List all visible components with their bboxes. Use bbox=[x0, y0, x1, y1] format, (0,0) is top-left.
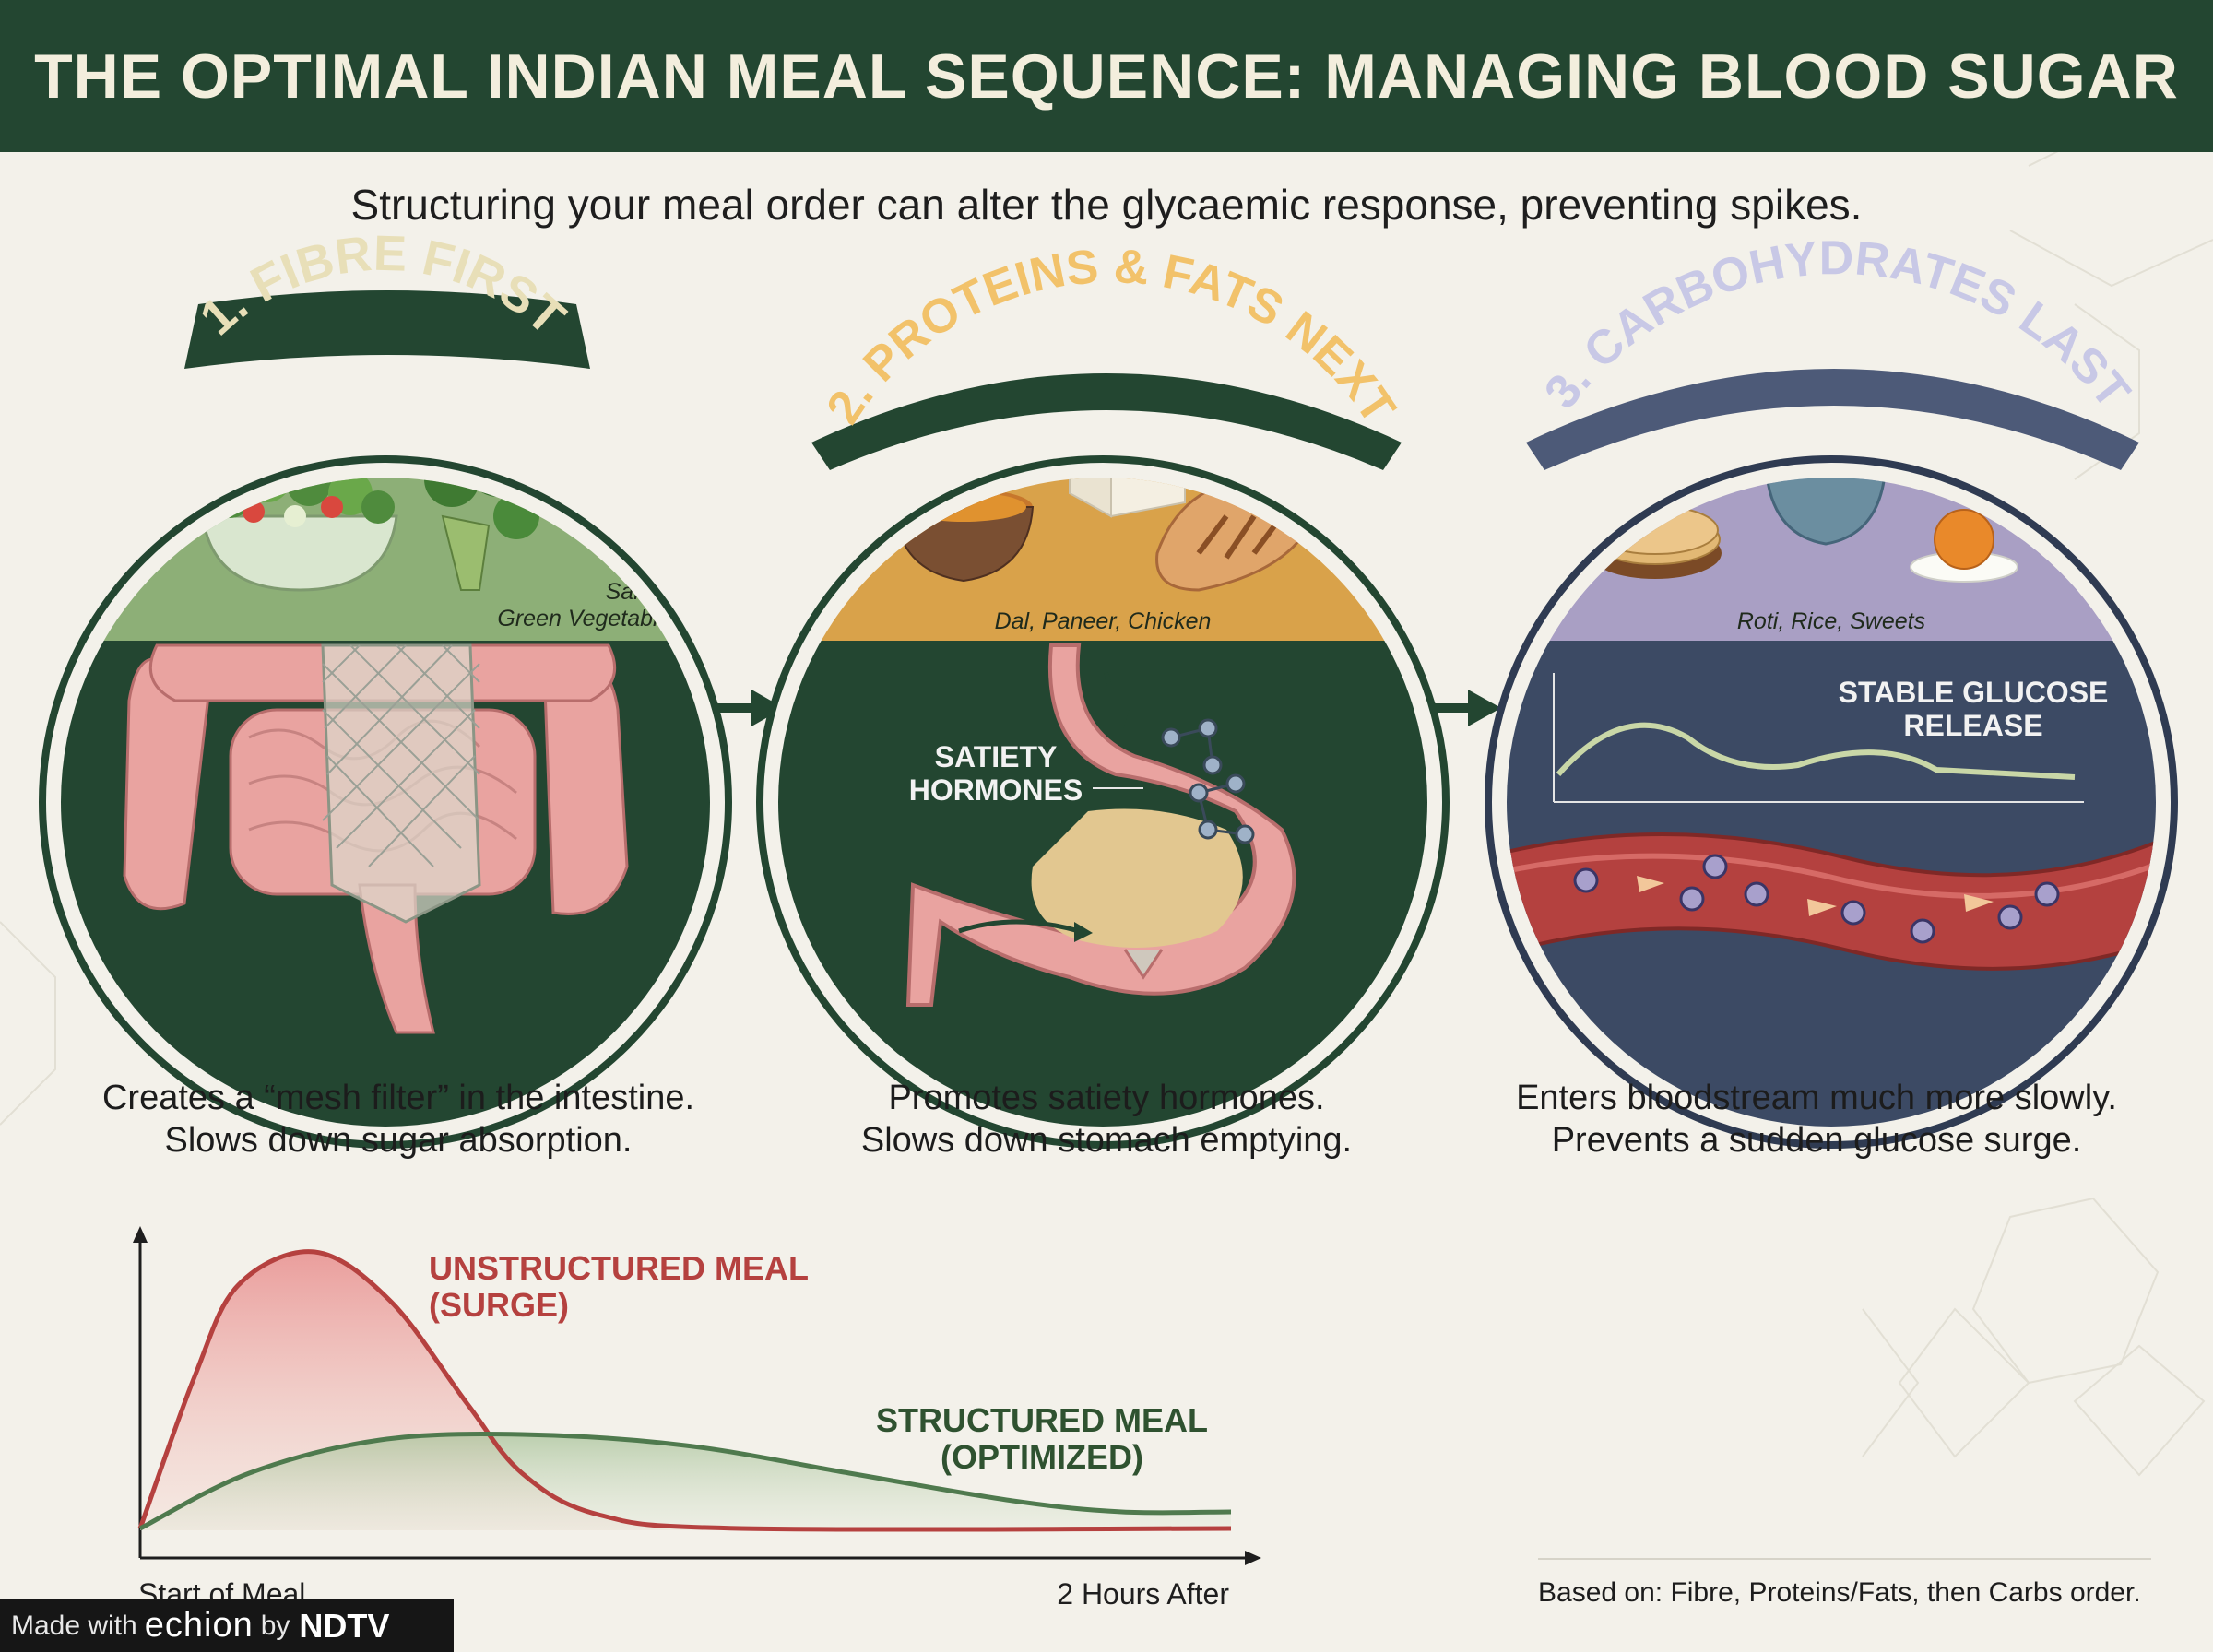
stable-glucose-curve bbox=[1556, 722, 2076, 780]
stomach-illustration bbox=[905, 643, 1296, 1007]
proteins-heading-badge bbox=[811, 373, 1402, 470]
proteins-caption-line1: Promotes satiety hormones. bbox=[888, 1079, 1325, 1117]
paneer-cube-icon bbox=[1069, 478, 1186, 518]
page-subtitle: Structuring your meal order can alter th… bbox=[350, 181, 1863, 229]
proteins-caption: Promotes satiety hormones. Slows down st… bbox=[775, 1077, 1438, 1162]
chart-y-axis-arrow bbox=[133, 1226, 148, 1243]
footnote-rule bbox=[1538, 1558, 2151, 1560]
carbs-caption: Enters bloodstream much more slowly. Pre… bbox=[1485, 1077, 2148, 1162]
proteins-caption-line2: Slows down stomach emptying. bbox=[860, 1121, 1353, 1160]
unstructured-label-line1: UNSTRUCTURED MEAL bbox=[429, 1249, 809, 1287]
badge-publisher: NDTV bbox=[299, 1606, 390, 1645]
badge-brand: echion bbox=[144, 1606, 254, 1645]
mesh-filter-icon bbox=[321, 643, 481, 924]
badge-made-with: Made with bbox=[11, 1610, 137, 1641]
fibre-heading-badge bbox=[184, 290, 590, 369]
satiety-label-line1: SATIETY bbox=[935, 740, 1058, 773]
page-title: THE OPTIMAL INDIAN MEAL SEQUENCE: MANAGI… bbox=[34, 41, 2179, 112]
structured-label-line1: STRUCTURED MEAL bbox=[876, 1401, 1208, 1439]
structured-meal-area bbox=[140, 1434, 1231, 1530]
made-with-badge: Made with echion by NDTV bbox=[0, 1599, 454, 1652]
sweet-plate-icon bbox=[1910, 509, 2018, 583]
step-proteins-circle: SATIETY HORMONES Dal, Paneer, Chicken 2 bbox=[756, 240, 1450, 1149]
step-carbs-circle: STABLE GLUCOSE RELEASE bbox=[1485, 231, 2178, 1149]
header-bar: THE OPTIMAL INDIAN MEAL SEQUENCE: MANAGI… bbox=[0, 0, 2213, 152]
badge-by: by bbox=[260, 1610, 290, 1641]
carbs-heading-badge bbox=[1526, 369, 2139, 470]
fibre-caption: Creates a “mesh filter” in the intestine… bbox=[66, 1077, 730, 1162]
structured-label-line2: (OPTIMIZED) bbox=[941, 1438, 1143, 1476]
fibre-caption-line1: Creates a “mesh filter” in the intestine… bbox=[101, 1079, 695, 1117]
proteins-food-line: Dal, Paneer, Chicken bbox=[995, 608, 1212, 634]
carbs-caption-line1: Enters bloodstream much more slowly. bbox=[1516, 1079, 2117, 1117]
carbs-food-line: Roti, Rice, Sweets bbox=[1737, 608, 1925, 634]
footnote: Based on: Fibre, Proteins/Fats, then Car… bbox=[1538, 1577, 2141, 1608]
carbs-caption-line2: Prevents a sudden glucose surge. bbox=[1551, 1121, 2082, 1160]
unstructured-meal-line bbox=[137, 1249, 1232, 1532]
fibre-caption-line2: Slows down sugar absorption. bbox=[164, 1121, 633, 1160]
rice-bowl-icon bbox=[1764, 478, 1888, 546]
structured-meal-line bbox=[138, 1432, 1232, 1531]
stable-glucose-line1: STABLE GLUCOSE bbox=[1839, 676, 2109, 709]
step-fibre-circle: Salads, Green Vegetables 1. FIBRE FIRST bbox=[39, 226, 732, 1149]
satiety-label-line2: HORMONES bbox=[909, 773, 1083, 807]
hormone-molecules-icon bbox=[1161, 718, 1255, 844]
x-axis-end-label: 2 Hours After bbox=[1057, 1577, 1229, 1611]
stable-glucose-line2: RELEASE bbox=[1903, 709, 2042, 742]
blood-vessel-illustration bbox=[1507, 826, 2156, 971]
chart-x-axis-arrow bbox=[1245, 1551, 1261, 1565]
glucose-response-chart: UNSTRUCTURED MEAL (SURGE) STRUCTURED MEA… bbox=[133, 1226, 1261, 1611]
unstructured-label-line2: (SURGE) bbox=[429, 1286, 569, 1324]
